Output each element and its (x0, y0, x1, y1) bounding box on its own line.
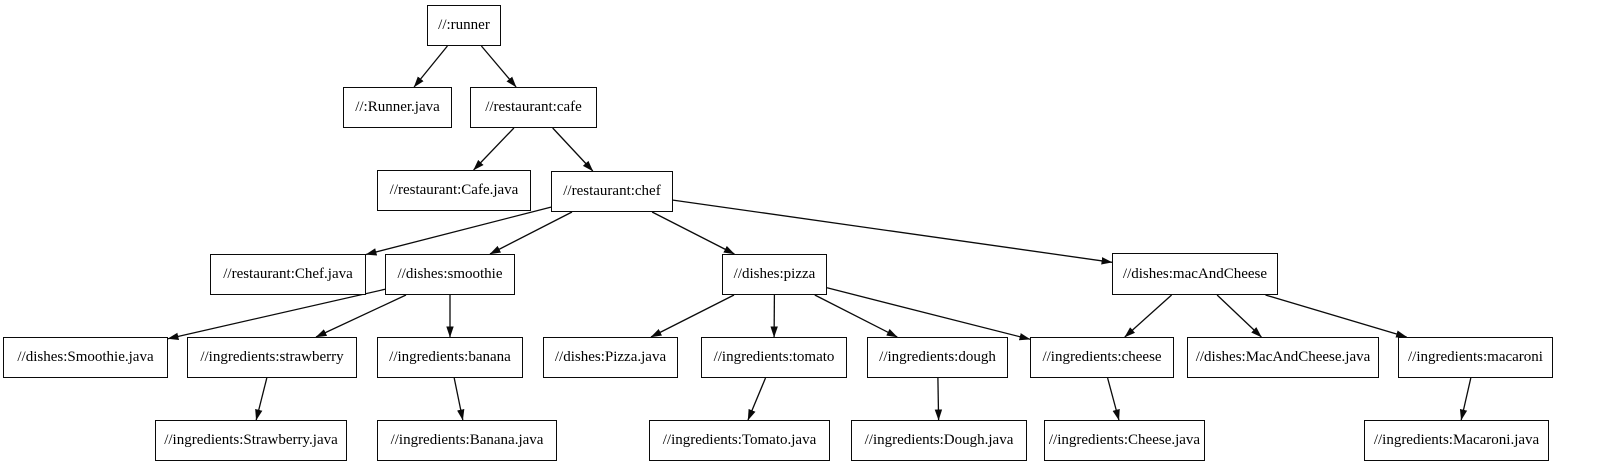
graph-edge-chef-mac (672, 199, 1113, 265)
graph-node-chef: //restaurant:chef (551, 171, 673, 212)
graph-node-cheese_java: //ingredients:Cheese.java (1044, 420, 1205, 461)
graph-node-runner_java: //:Runner.java (343, 87, 452, 128)
graph-edge-tomato-tomato_java (747, 377, 767, 421)
graph-node-pizza: //dishes:pizza (722, 254, 827, 295)
graph-edge-smoothie-smoothie_java (167, 288, 386, 340)
graph-node-tomato_java: //ingredients:Tomato.java (649, 420, 830, 461)
graph-edge-pizza-pizza_java (650, 294, 735, 338)
graph-edge-banana-banana_java (453, 377, 465, 421)
graph-edge-smoothie-strawberry (315, 294, 407, 338)
graph-node-runner: //:runner (427, 5, 501, 46)
graph-node-cheese: //ingredients:cheese (1030, 337, 1174, 378)
graph-node-cafe_java: //restaurant:Cafe.java (377, 170, 531, 211)
graph-edge-mac-mac_java (1216, 294, 1262, 338)
graph-edge-cafe-chef (552, 127, 594, 172)
graph-edge-dough-dough_java (934, 377, 943, 421)
graph-node-smoothie: //dishes:smoothie (385, 254, 515, 295)
graph-node-dough_java: //ingredients:Dough.java (851, 420, 1027, 461)
graph-node-mac: //dishes:macAndCheese (1112, 253, 1278, 295)
graph-node-pizza_java: //dishes:Pizza.java (543, 337, 678, 378)
graph-node-tomato: //ingredients:tomato (701, 337, 847, 378)
graph-edge-chef-smoothie (489, 211, 573, 255)
graph-node-chef_java: //restaurant:Chef.java (210, 254, 366, 295)
graph-edge-chef-chef_java (365, 206, 552, 256)
graph-node-dough: //ingredients:dough (867, 337, 1008, 378)
graph-node-banana: //ingredients:banana (377, 337, 523, 378)
graph-edge-runner-cafe (480, 45, 517, 88)
graph-edge-chef-pizza (651, 211, 735, 255)
graph-edge-macaroni-macaroni_java (1459, 377, 1472, 421)
graph-edge-runner-runner_java (413, 45, 448, 88)
graph-node-macaroni_java: //ingredients:Macaroni.java (1364, 420, 1549, 461)
graph-edge-cafe-cafe_java (473, 127, 515, 171)
graph-node-cafe: //restaurant:cafe (470, 87, 597, 128)
graph-edge-cheese-cheese_java (1106, 377, 1120, 421)
graph-edge-pizza-dough (814, 294, 898, 338)
graph-edge-mac-cheese (1124, 294, 1173, 338)
graph-node-banana_java: //ingredients:Banana.java (377, 420, 557, 461)
graph-node-strawberry_java: //ingredients:Strawberry.java (155, 420, 347, 461)
graph-edge-pizza-cheese (826, 287, 1031, 341)
graph-edge-mac-macaroni (1265, 294, 1408, 338)
edge-group (167, 45, 1472, 421)
graph-node-smoothie_java: //dishes:Smoothie.java (3, 337, 168, 378)
graph-node-macaroni: //ingredients:macaroni (1398, 337, 1553, 378)
graph-edge-strawberry-strawberry_java (255, 377, 268, 421)
graph-node-mac_java: //dishes:MacAndCheese.java (1187, 337, 1379, 378)
graph-node-strawberry: //ingredients:strawberry (187, 337, 357, 378)
